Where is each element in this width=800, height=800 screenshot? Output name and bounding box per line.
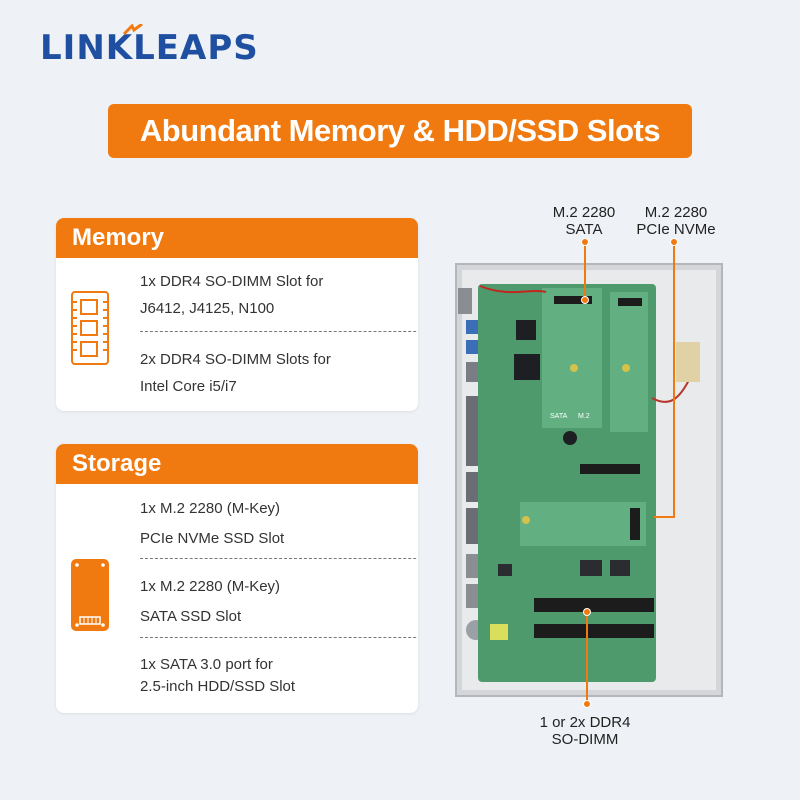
brand-logo: LINKLEAPS	[40, 24, 259, 76]
sata-callout-dot-top	[581, 238, 589, 246]
logo-text: LINKLEAPS	[40, 28, 259, 68]
buzzer	[563, 431, 577, 445]
nvme-callout-line	[673, 240, 675, 518]
ssd-drive-icon	[71, 559, 109, 631]
storage-card: Storage 1x M.2 2280 (M-Key) PCIe NVMe SS…	[56, 444, 418, 713]
storage-item-1-line1: 1x M.2 2280 (M-Key)	[140, 500, 281, 517]
logo-accent-icon	[122, 24, 143, 36]
storage-item-2-line1: 1x M.2 2280 (M-Key)	[140, 578, 281, 595]
callout-m2-sata-line2: SATA	[565, 221, 603, 238]
callout-ddr4-sodimm: 1 or 2x DDR4 SO-DIMM	[526, 714, 644, 748]
ddr-callout-dot-bottom	[583, 700, 591, 708]
board-label-m2: M.2	[578, 413, 590, 420]
page-title: Abundant Memory & HDD/SSD Slots	[139, 113, 661, 148]
storage-item-1: 1x M.2 2280 (M-Key) PCIe NVMe SSD Slot	[140, 494, 402, 554]
m2-sata-slot	[542, 288, 602, 428]
cmos-battery	[676, 342, 700, 382]
motherboard-photo: SATA M.2	[455, 263, 723, 697]
ddr-callout-line	[586, 612, 588, 704]
storage-card-title: Storage	[56, 444, 418, 484]
chip	[516, 320, 536, 340]
memory-card: Memory 1x DDR4 SO-DIMM Slot for J6412, J…	[56, 218, 418, 411]
memory-item-2: 2x DDR4 SO-DIMM Slots for Intel Core i5/…	[140, 346, 402, 400]
storage-item-3: 1x SATA 3.0 port for 2.5-inch HDD/SSD Sl…	[140, 654, 402, 698]
m2-nvme-slot	[520, 502, 646, 546]
storage-item-1-line2: PCIe NVMe SSD Slot	[140, 530, 285, 547]
sata-callout-dot-bottom	[581, 296, 589, 304]
memory-card-title: Memory	[56, 218, 418, 258]
storage-item-3-line2: 2.5-inch HDD/SSD Slot	[140, 678, 296, 695]
callout-m2-nvme: M.2 2280 PCIe NVMe	[628, 204, 724, 238]
memory-item-1-line2: J6412, J4125, N100	[140, 300, 275, 317]
ram-module-icon	[71, 291, 109, 365]
storage-item-2-line2: SATA SSD Slot	[140, 608, 242, 625]
nvme-callout-line-horizontal	[654, 516, 675, 518]
callout-m2-nvme-line1: M.2 2280	[644, 204, 708, 221]
ddr-callout-dot-top	[583, 608, 591, 616]
chip	[514, 354, 540, 380]
m2-nvme-area	[610, 292, 648, 432]
nvme-callout-dot	[670, 238, 678, 246]
callout-ddr4-line2: SO-DIMM	[551, 731, 619, 748]
memory-item-1-line1: 1x DDR4 SO-DIMM Slot for	[140, 273, 324, 290]
callout-m2-sata: M.2 2280 SATA	[538, 204, 630, 238]
sata-callout-line	[584, 240, 586, 302]
callout-m2-sata-line1: M.2 2280	[552, 204, 616, 221]
storage-item-2: 1x M.2 2280 (M-Key) SATA SSD Slot	[140, 572, 402, 632]
storage-divider-2	[140, 637, 418, 638]
sodimm-slot-2	[534, 624, 654, 638]
sodimm-slot-1	[534, 598, 654, 612]
storage-item-3-line1: 1x SATA 3.0 port for	[140, 656, 273, 673]
horizontal-slot	[580, 464, 640, 474]
memory-divider	[140, 331, 418, 332]
callout-ddr4-line1: 1 or 2x DDR4	[539, 714, 631, 731]
page-title-banner: Abundant Memory & HDD/SSD Slots	[108, 104, 692, 158]
power-connector	[490, 624, 508, 640]
memory-item-1: 1x DDR4 SO-DIMM Slot for J6412, J4125, N…	[140, 268, 402, 322]
board-label-sata: SATA	[550, 413, 568, 420]
callout-m2-nvme-line2: PCIe NVMe	[636, 221, 716, 238]
memory-item-2-line1: 2x DDR4 SO-DIMM Slots for	[140, 351, 331, 368]
memory-item-2-line2: Intel Core i5/i7	[140, 378, 237, 395]
storage-divider-1	[140, 558, 418, 559]
